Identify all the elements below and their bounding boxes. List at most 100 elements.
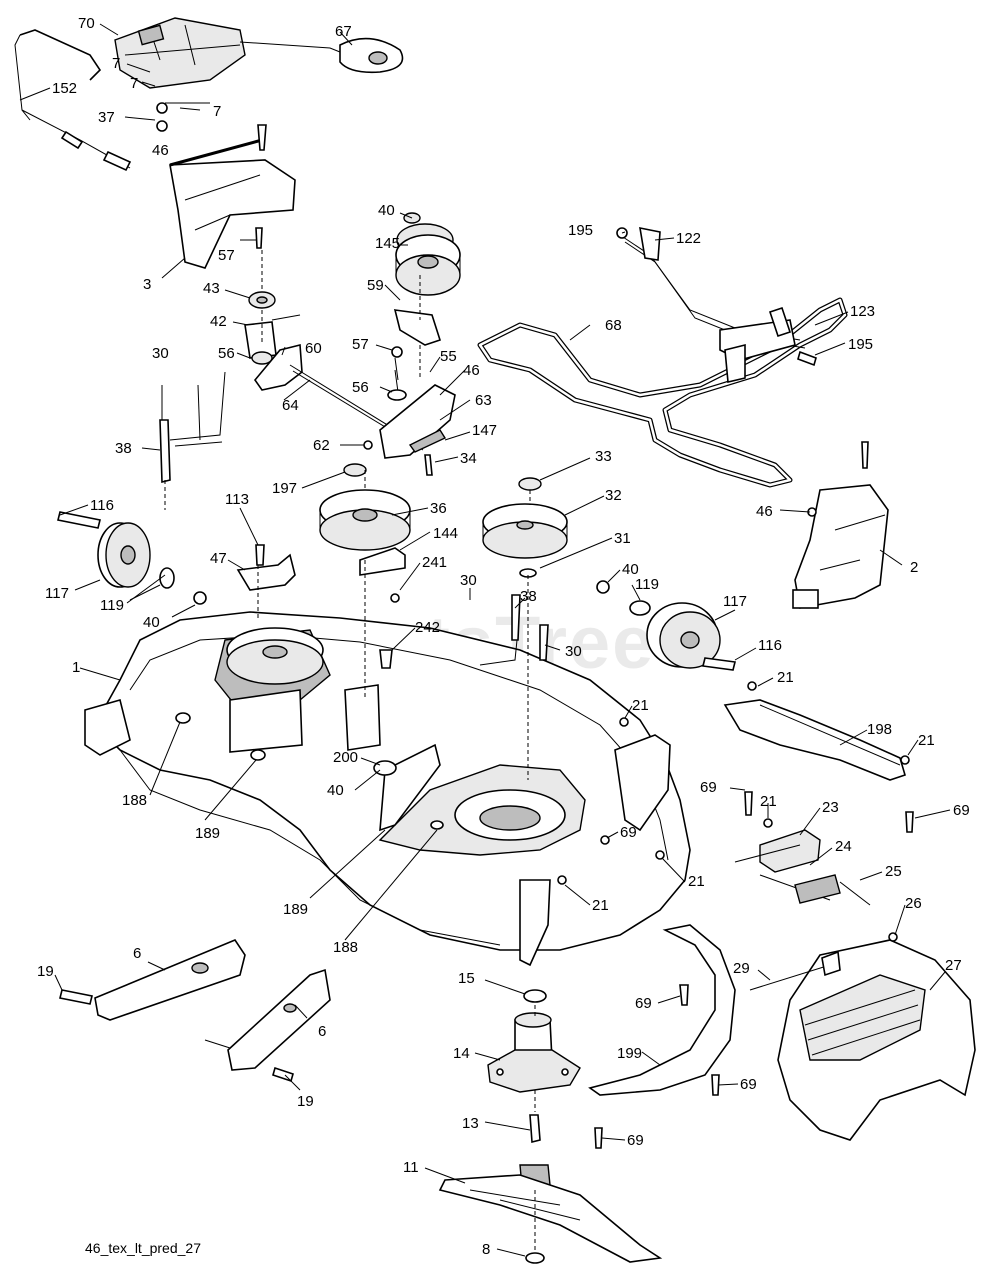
callout-label: 34 [460,450,477,467]
lift-linkage-assembly [14,17,404,172]
callout-label: 144 [433,525,458,542]
callout-label: 67 [335,23,352,40]
leader-lines [19,23,951,1257]
discharge-deflector-27 [749,932,976,1141]
callout-label: 113 [225,491,249,508]
idler-pulley-145 [393,212,461,346]
gauge-wheel-left [57,511,207,605]
callout-label: 195 [848,336,873,353]
drive-pulley-36 [319,463,411,576]
callout-label: 40 [143,614,160,631]
callout-label: 242 [415,619,440,636]
gauge-wheel-right [596,580,736,671]
callout-label: 3 [143,276,151,293]
callout-label: 13 [462,1115,479,1132]
callout-label: 188 [122,792,147,809]
assembly-lines [164,250,536,1250]
callout-label: 32 [605,487,622,504]
callout-label: 188 [333,939,358,956]
deck-hanger-left [59,939,246,1021]
callout-label: 30 [460,572,477,589]
belt-guide-123 [616,226,817,383]
callout-label: 8 [482,1241,490,1258]
callout-label: 14 [453,1045,470,1062]
callout-label: 197 [272,480,297,497]
spindle-assembly [438,989,663,1264]
callout-label: 57 [352,336,369,353]
callout-label: 37 [98,109,115,126]
callout-label: 116 [758,637,782,654]
callout-label: 2 [910,559,918,576]
callout-label: 119 [100,597,124,614]
callout-label: 33 [595,448,612,465]
callout-label: 21 [760,793,777,810]
callout-label: 27 [945,957,962,974]
callout-label: 38 [115,440,132,457]
callout-label: 42 [210,313,227,330]
callout-label: 43 [203,280,220,297]
deck-belt-68 [477,297,848,488]
baffle-199 [588,924,736,1149]
callout-label: 40 [327,782,344,799]
callout-label: 30 [152,345,169,362]
callout-label: 69 [635,995,652,1012]
callout-label: 25 [885,863,902,880]
callout-label: 117 [723,593,747,610]
callout-labels: 70 67 7 7 7 152 37 46 3 40 145 195 122 5… [37,15,970,1258]
callout-label: 69 [740,1076,757,1093]
callout-label: 123 [850,303,875,320]
mower-deck-housing [84,593,691,967]
callout-label: 69 [953,802,970,819]
callout-label: 64 [282,397,299,414]
callout-label: 56 [352,379,369,396]
lift-rod-left [159,371,226,484]
callout-label: 6 [318,1023,326,1040]
callout-label: 55 [440,348,457,365]
callout-label: 46 [463,362,480,379]
baffle-198 [723,681,914,833]
callout-label: 26 [905,895,922,912]
callout-label: 24 [835,838,852,855]
callout-label: 195 [568,222,593,239]
idler-bracket-assembly [363,346,456,476]
callout-label: 19 [37,963,54,980]
callout-label: 15 [458,970,475,987]
callout-label: 40 [622,561,639,578]
belt-cover-left [169,124,296,269]
callout-label: 7 [112,55,120,72]
callout-label: 7 [130,75,138,92]
callout-label: 70 [78,15,95,32]
callout-label: 21 [688,873,705,890]
callout-label: 119 [635,576,659,593]
callout-label: 63 [475,392,492,409]
callout-label: 38 [520,588,537,605]
callout-label: 1 [72,659,80,676]
deck-hanger-right [204,968,331,1083]
deflector-hinge-parts [734,818,871,906]
callout-label: 198 [867,721,892,738]
callout-label: 62 [313,437,330,454]
callout-label: 21 [777,669,794,686]
callout-label: 6 [133,945,141,962]
callout-label: 57 [218,247,235,264]
callout-label: 145 [375,235,400,252]
callout-label: 117 [45,585,69,602]
callout-label: 189 [283,901,308,918]
callout-label: 69 [627,1132,644,1149]
callout-label: 36 [430,500,447,517]
callout-label: 147 [472,422,497,439]
callout-label: 152 [52,80,77,97]
callout-label: 69 [620,824,637,841]
callout-label: 23 [822,799,839,816]
callout-label: 7 [213,103,221,120]
callout-label: 40 [378,202,395,219]
callout-label: 60 [305,340,322,357]
callout-label: 189 [195,825,220,842]
callout-label: 46 [756,503,773,520]
callout-label: 21 [592,897,609,914]
callout-label: 19 [297,1093,314,1110]
callout-label: 68 [605,317,622,334]
callout-label: 21 [632,697,649,714]
callout-label: 47 [210,550,227,567]
spindle-pulley-32 [482,477,568,578]
